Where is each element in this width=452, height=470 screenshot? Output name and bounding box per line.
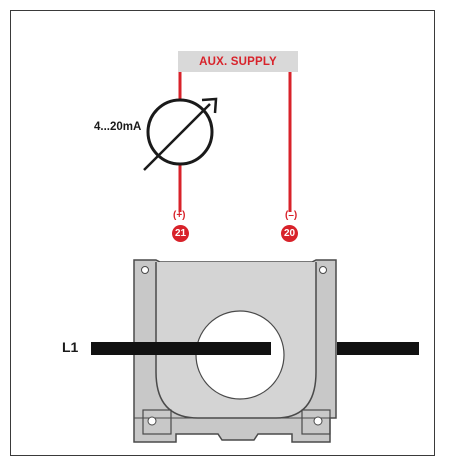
screw-hole-bottom-left xyxy=(147,416,157,426)
meter-range-label: 4...20mA xyxy=(94,121,142,133)
sensor-foot-right xyxy=(301,409,331,435)
polarity-plus-label: (+) xyxy=(173,210,186,221)
screw-hole-bottom-right xyxy=(313,416,323,426)
aux-supply-label: AUX. SUPPLY xyxy=(178,51,298,72)
terminal-21-badge: 21 xyxy=(172,225,189,242)
conductor-right xyxy=(337,342,419,355)
sensor-foot-left xyxy=(142,409,172,435)
conductor-left xyxy=(91,342,271,355)
terminal-20-badge: 20 xyxy=(281,225,298,242)
meter-arrow-head xyxy=(201,97,218,114)
polarity-minus-label: (–) xyxy=(285,210,298,221)
screw-hole-top-right xyxy=(319,266,327,274)
meter-circle xyxy=(146,98,214,166)
line-l1-label: L1 xyxy=(62,339,79,355)
meter-arrow-line xyxy=(143,103,211,171)
screw-hole-top-left xyxy=(141,266,149,274)
